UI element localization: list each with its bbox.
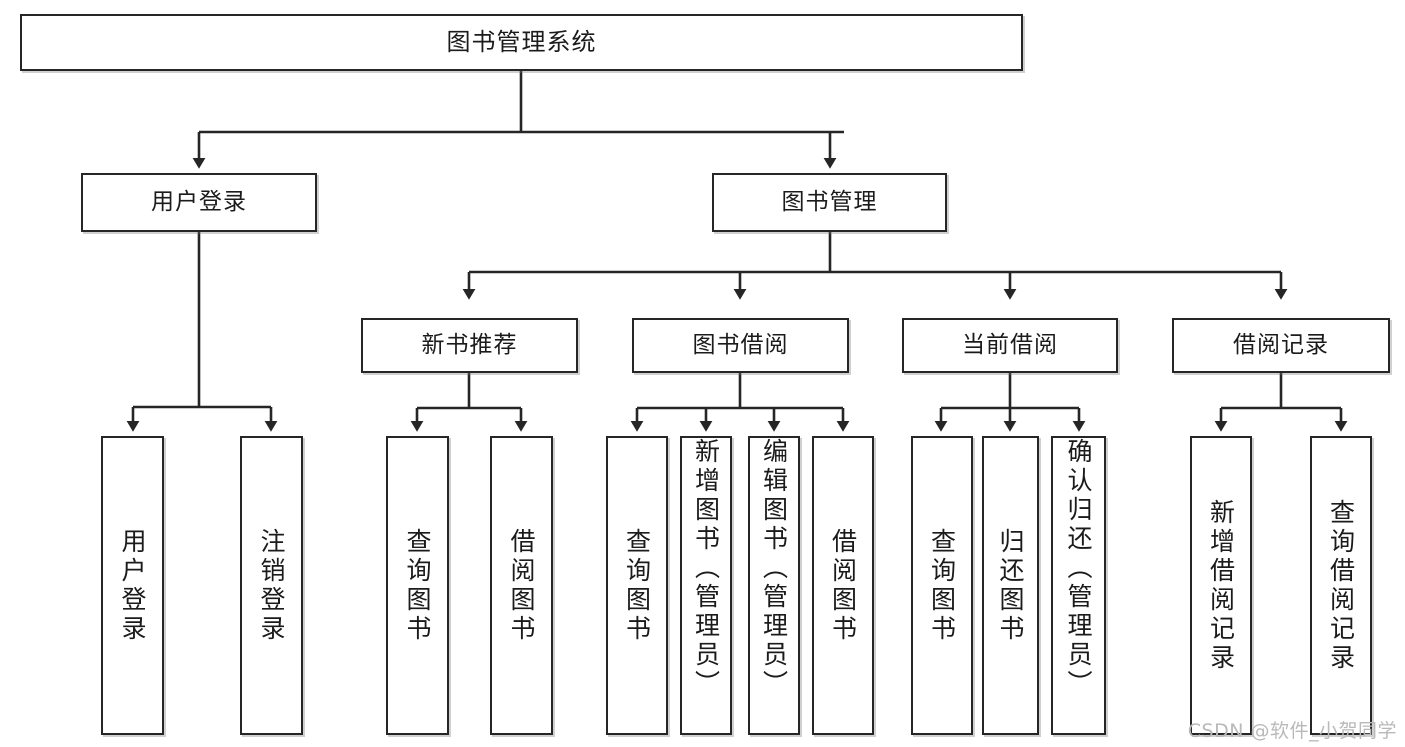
node-user-login[interactable]: 用户登录 [81, 173, 317, 232]
node-borrow-records[interactable]: 借阅记录 [1172, 318, 1390, 373]
leaf-records-query-record[interactable]: 查询借阅记录 [1310, 436, 1372, 735]
node-label: 图书管理系统 [446, 27, 597, 56]
leaf-book-borrow-query-book[interactable]: 查询图书 [606, 436, 668, 735]
node-label: 归还图书 [996, 527, 1025, 644]
leaf-current-borrow-return-book[interactable]: 归还图书 [982, 436, 1039, 735]
node-label: 查询借阅记录 [1326, 498, 1356, 673]
csdn-watermark: CSDN @软件_小贺同学 [1187, 720, 1397, 742]
leaf-user-login-login[interactable]: 用户登录 [101, 436, 164, 735]
leaf-book-borrow-borrow-book[interactable]: 借阅图书 [812, 436, 874, 735]
node-label: 图书管理 [781, 189, 878, 216]
node-label: 借阅图书 [507, 527, 536, 644]
node-label: 查询图书 [927, 527, 957, 644]
node-root-system[interactable]: 图书管理系统 [20, 14, 1023, 71]
node-label: 确认归还（管理员） [1064, 438, 1093, 699]
node-label: 借阅图书 [828, 527, 858, 644]
node-current-borrow[interactable]: 当前借阅 [902, 318, 1118, 373]
node-book-management[interactable]: 图书管理 [712, 173, 947, 232]
node-label: 图书借阅 [692, 332, 789, 359]
leaf-current-borrow-query-book[interactable]: 查询图书 [911, 436, 973, 735]
node-label: 新增图书（管理员） [691, 438, 721, 699]
node-label: 编辑图书（管理员） [759, 438, 789, 699]
node-label: 当前借阅 [962, 332, 1058, 359]
leaf-book-borrow-add-book-admin[interactable]: 新增图书（管理员） [680, 436, 732, 735]
node-label: 借阅记录 [1233, 332, 1329, 359]
leaf-new-book-query-book[interactable]: 查询图书 [386, 436, 449, 735]
node-label: 查询图书 [622, 527, 652, 644]
node-label: 新书推荐 [421, 332, 518, 359]
leaf-book-borrow-edit-book-admin[interactable]: 编辑图书（管理员） [748, 436, 800, 735]
leaf-user-login-logout[interactable]: 注销登录 [240, 436, 303, 735]
node-new-book-recommend[interactable]: 新书推荐 [361, 318, 578, 373]
node-label: 新增借阅记录 [1206, 498, 1236, 673]
leaf-new-book-borrow-book[interactable]: 借阅图书 [490, 436, 553, 735]
leaf-current-borrow-confirm-return-admin[interactable]: 确认归还（管理员） [1051, 436, 1106, 735]
node-label: 用户登录 [118, 527, 147, 644]
node-label: 查询图书 [403, 527, 432, 644]
leaf-records-add-record[interactable]: 新增借阅记录 [1190, 436, 1252, 735]
node-book-borrow[interactable]: 图书借阅 [632, 318, 849, 373]
node-label: 用户登录 [151, 189, 247, 216]
node-label: 注销登录 [257, 527, 286, 644]
